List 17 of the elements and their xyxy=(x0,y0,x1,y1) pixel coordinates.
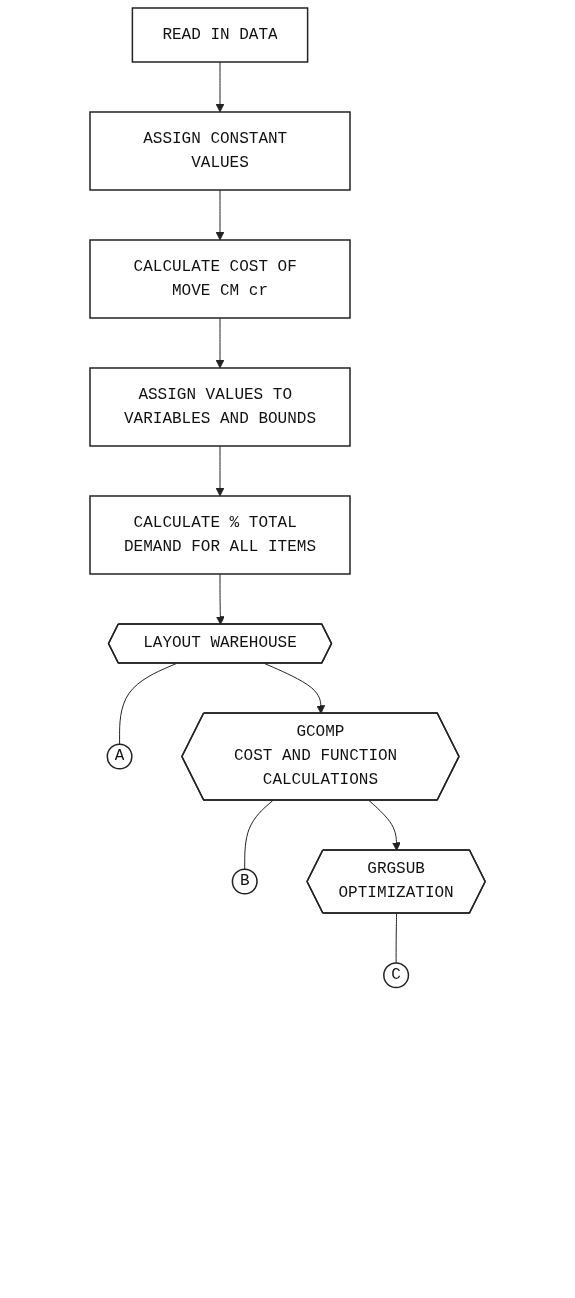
node-circle: C xyxy=(382,962,410,989)
connector xyxy=(118,663,177,745)
arrow xyxy=(215,61,225,113)
connector xyxy=(244,800,274,870)
arrow xyxy=(215,445,225,497)
arrow xyxy=(215,189,225,241)
arrow xyxy=(215,317,225,369)
arrow xyxy=(215,573,225,625)
node-circle: A xyxy=(106,743,133,770)
node-box: ASSIGN CONSTANT VALUES xyxy=(89,111,351,191)
arrow xyxy=(368,800,401,851)
node-box: ASSIGN VALUES TO VARIABLES AND BOUNDS xyxy=(89,367,351,447)
node-box: CALCULATE % TOTAL DEMAND FOR ALL ITEMS xyxy=(89,495,351,575)
node-box: READ IN DATA xyxy=(131,7,309,63)
node-box: CALCULATE COST OF MOVE CM cr xyxy=(89,239,351,319)
node-circle: B xyxy=(231,868,258,895)
connector xyxy=(395,913,397,964)
